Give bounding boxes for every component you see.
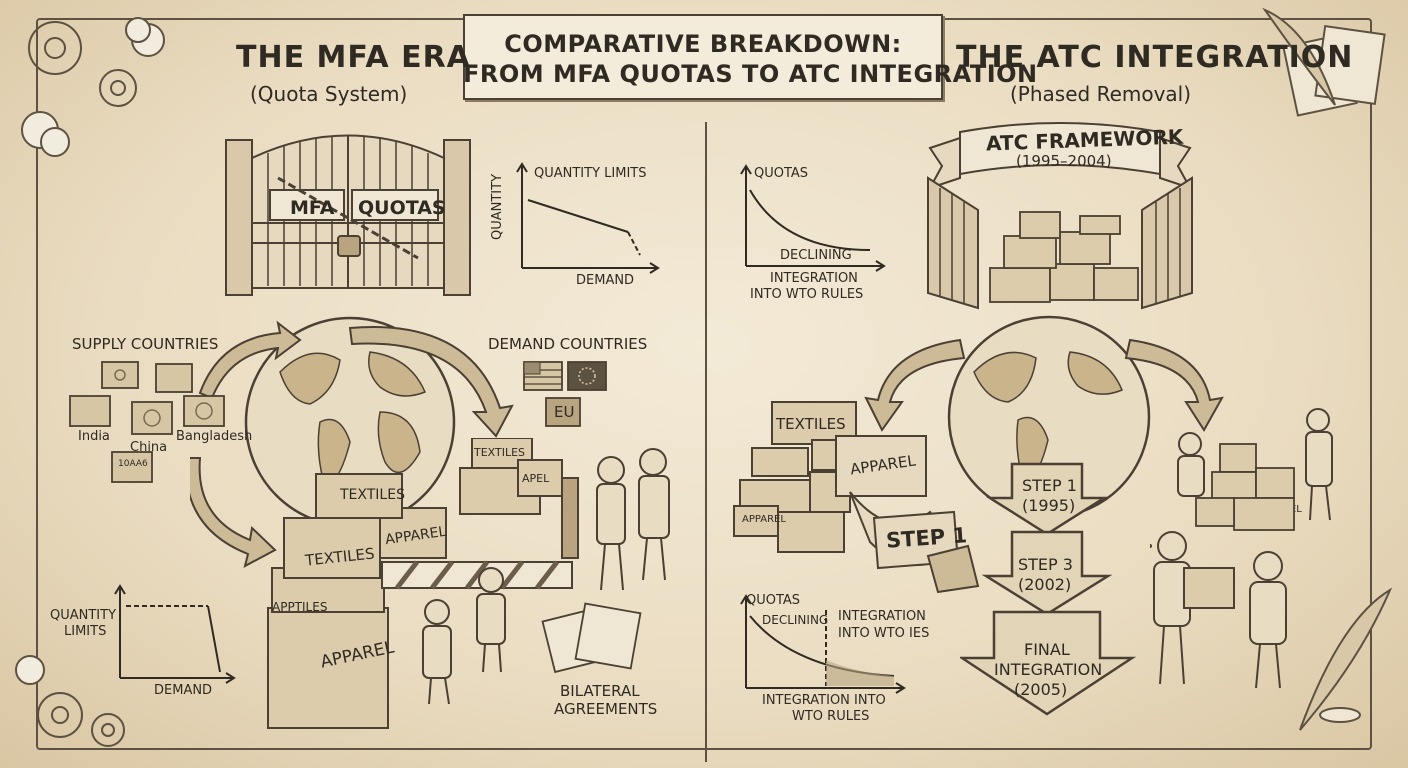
- mfa-quota-chart-bottom: [114, 584, 236, 684]
- mfa-trade-arrows: [190, 320, 514, 568]
- step-3-label: STEP 3: [1018, 555, 1073, 574]
- mfa-locked-gate: [225, 134, 471, 296]
- final-step-year: (2005): [1014, 680, 1068, 699]
- atc-subheading: (Phased Removal): [1010, 82, 1192, 106]
- bilateral-agreements-papers: [541, 602, 642, 674]
- atc-bottom-chart-xlabel-2: WTO RULES: [792, 709, 870, 724]
- step-ribbon-arrow: [872, 510, 980, 594]
- atc-step-arrows: [960, 462, 1137, 716]
- gate-sign-quotas: QUOTAS: [358, 197, 446, 219]
- final-step-label-2: INTEGRATION: [994, 660, 1103, 679]
- atc-bottom-annotation-1: INTEGRATION: [838, 609, 926, 624]
- mfa-top-chart-ylabel: QUANTITY LIMITS: [534, 166, 647, 181]
- gears-cotton-bottom-left: [15, 655, 125, 747]
- mfa-bottom-chart-ylabel-1: QUANTITY: [50, 608, 117, 623]
- atc-quota-chart-top: [740, 164, 886, 272]
- mfa-subheading: (Quota System): [250, 82, 408, 106]
- main-title-line1: COMPARATIVE BREAKDOWN:: [504, 30, 902, 58]
- atc-heading: THE ATC INTEGRATION: [956, 40, 1354, 75]
- box-label-apptiles: APPTILES: [272, 600, 328, 614]
- atc-bottom-chart-curve-label: DECLINING: [762, 613, 829, 627]
- gate-sign-mfa: MFA: [290, 197, 335, 219]
- bilateral-label-1: BILATERAL: [560, 682, 640, 700]
- mfa-heading: THE MFA ERA: [236, 40, 471, 75]
- demand-countries-label: DEMAND COUNTRIES: [488, 335, 648, 353]
- gears-cotton-top-left: [21, 17, 165, 157]
- box-label-apel: APEL: [522, 472, 550, 485]
- atc-bottom-chart-xlabel-1: INTEGRATION INTO: [762, 693, 886, 708]
- step-3-year: (2002): [1018, 575, 1072, 594]
- atc-banner-years: (1995–2004): [1016, 152, 1112, 170]
- mfa-box-pile-barrier: [267, 438, 579, 729]
- atc-top-chart-ylabel: QUOTAS: [754, 166, 809, 181]
- center-divider: [705, 122, 707, 762]
- bilateral-label-2: AGREEMENTS: [554, 700, 658, 718]
- title-box: [463, 14, 943, 100]
- box-label-textiles-3: TEXTILES: [474, 446, 526, 459]
- atc-framework-banner-gate: [927, 122, 1193, 310]
- atc-bottom-annotation-2: INTO WTO IES: [838, 626, 930, 641]
- mfa-top-chart-yaxis: QUANTITY: [490, 173, 505, 240]
- supply-box-stamp: 10AA6: [118, 459, 148, 469]
- atc-box-label-apparel-2: APPAREL: [742, 514, 786, 525]
- quill-bottom-right: [1299, 587, 1393, 731]
- quill-documents-top-right: [1262, 7, 1386, 117]
- main-title-line2: FROM MFA QUOTAS TO ATC INTEGRATION: [463, 60, 1038, 88]
- atc-trade-arrows: [864, 338, 1224, 432]
- atc-bottom-chart-ylabel: QUOTAS: [746, 593, 801, 608]
- final-step-label: FINAL: [1024, 640, 1070, 659]
- atc-top-chart-xlabel-1: INTEGRATION: [770, 271, 858, 286]
- atc-traders-and-boxes: [1150, 408, 1333, 689]
- box-label-textiles-1: TEXTILES: [340, 487, 405, 503]
- country-china: China: [130, 440, 168, 455]
- atc-box-label-textiles: TEXTILES: [776, 415, 846, 433]
- atc-quota-chart-bottom: [740, 594, 906, 694]
- country-bangladesh: Bangladesh: [176, 429, 253, 444]
- supply-country-boxes: [69, 361, 225, 483]
- atc-top-chart-xlabel-2: INTO WTO RULES: [750, 287, 864, 302]
- eu-flag-label: EU: [554, 403, 575, 421]
- step-1-year: (1995): [1022, 496, 1076, 515]
- mfa-top-chart-xlabel: DEMAND: [576, 273, 635, 288]
- mfa-officials-and-workers: [422, 448, 670, 705]
- step-1-label: STEP 1: [1022, 476, 1077, 495]
- supply-countries-label: SUPPLY COUNTRIES: [72, 335, 219, 353]
- mfa-quota-chart-top: [516, 162, 660, 274]
- demand-flags: [523, 361, 607, 427]
- mfa-bottom-chart-ylabel-2: LIMITS: [64, 624, 107, 639]
- country-india: India: [78, 429, 110, 444]
- atc-top-chart-curve-label: DECLINING: [780, 248, 852, 263]
- mfa-bottom-chart-xlabel: DEMAND: [154, 683, 213, 698]
